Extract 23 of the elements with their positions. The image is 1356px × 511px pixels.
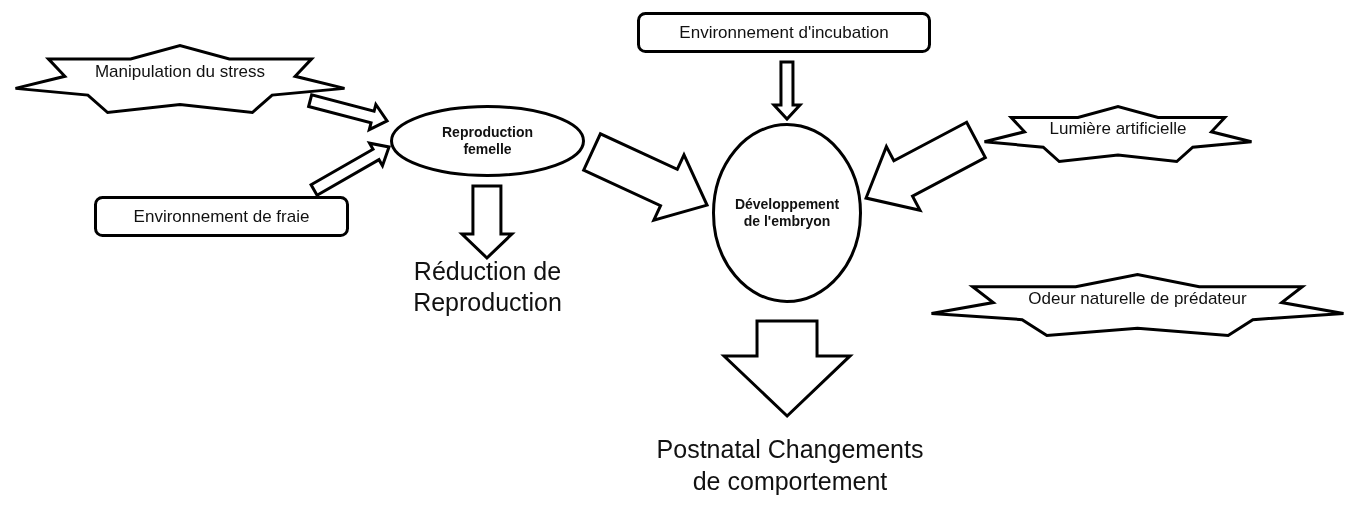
block-arrow bbox=[458, 184, 516, 261]
outcome-text: Postnatal Changements de comportement bbox=[655, 434, 925, 497]
node-label: Environnement de fraie bbox=[133, 205, 310, 228]
block-arrow bbox=[770, 60, 804, 122]
ellipse-node bbox=[712, 123, 862, 303]
node-label: Lumière artificielle bbox=[1049, 118, 1187, 140]
rounded-box bbox=[637, 12, 931, 53]
block-arrow bbox=[720, 319, 854, 419]
node-label: Reproduction femelle bbox=[441, 123, 534, 159]
block-arrow bbox=[309, 141, 391, 198]
node-label: Environnement d'incubation bbox=[679, 21, 889, 44]
ellipse-node bbox=[390, 105, 585, 177]
block-arrow bbox=[581, 131, 710, 223]
outcome-text: Réduction de Reproduction bbox=[412, 255, 563, 318]
star-shape bbox=[14, 44, 346, 114]
node-label: Manipulation du stress bbox=[94, 61, 266, 83]
star-shape bbox=[930, 273, 1345, 337]
node-label: Développement de l'embryon bbox=[733, 195, 841, 231]
star-shape bbox=[983, 105, 1253, 163]
block-arrow bbox=[306, 93, 390, 133]
rounded-box bbox=[94, 196, 349, 237]
block-arrow bbox=[864, 120, 988, 213]
node-label: Odeur naturelle de prédateur bbox=[1028, 288, 1247, 310]
